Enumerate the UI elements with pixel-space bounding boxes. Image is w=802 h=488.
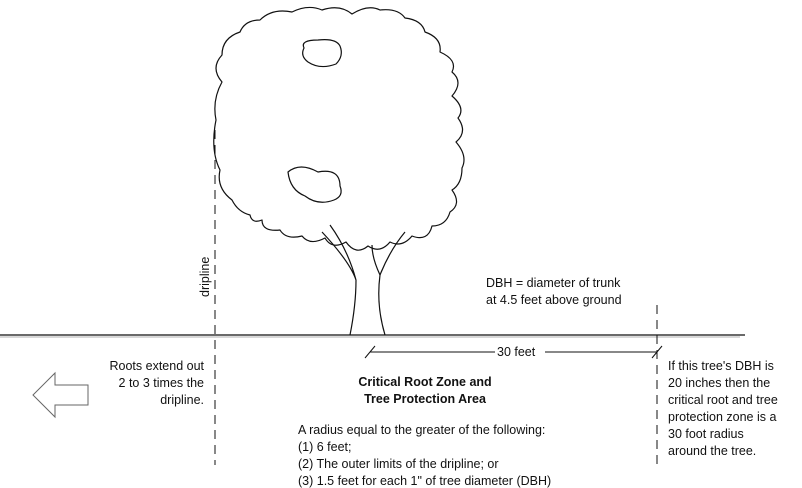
tree-trunk	[321, 224, 406, 336]
canopy-gap	[302, 39, 342, 68]
rule-line: (2) The outer limits of the dripline; or	[298, 457, 499, 471]
zone-title-line: Critical Root Zone and	[358, 375, 492, 389]
radius-rule: A radius equal to the greater of the fol…	[298, 422, 551, 488]
example-line: around the tree.	[668, 444, 757, 458]
roots-line: Roots extend out	[109, 359, 204, 373]
dripline-label: dripline	[198, 256, 212, 297]
zone-title-line: Tree Protection Area	[364, 392, 486, 406]
dbh-definition-1: DBH = diameter of trunk	[486, 276, 621, 290]
left-arrow-icon	[32, 371, 89, 419]
dbh-definition-2: at 4.5 feet above ground	[486, 293, 622, 307]
rule-line: (1) 6 feet;	[298, 440, 352, 454]
rule-line: (3) 1.5 feet for each 1" of tree diamete…	[298, 474, 552, 488]
example-note: If this tree's DBH is 20 inches then the…	[668, 358, 778, 460]
roots-line: 2 to 3 times the	[118, 376, 204, 390]
dimension-label: 30 feet	[497, 345, 536, 359]
example-line: 30 foot radius	[668, 427, 744, 441]
example-line: critical root and tree	[668, 393, 778, 407]
example-line: 20 inches then the	[668, 376, 771, 390]
roots-line: dripline.	[160, 393, 204, 407]
rule-line: A radius equal to the greater of the fol…	[298, 423, 546, 437]
tree-canopy	[213, 6, 465, 251]
example-line: If this tree's DBH is	[668, 359, 774, 373]
roots-note: Roots extend out 2 to 3 times the dripli…	[84, 358, 204, 409]
example-line: protection zone is a	[668, 410, 777, 424]
canopy-inner-branch	[287, 166, 342, 203]
zone-title: Critical Root Zone and Tree Protection A…	[330, 374, 520, 408]
